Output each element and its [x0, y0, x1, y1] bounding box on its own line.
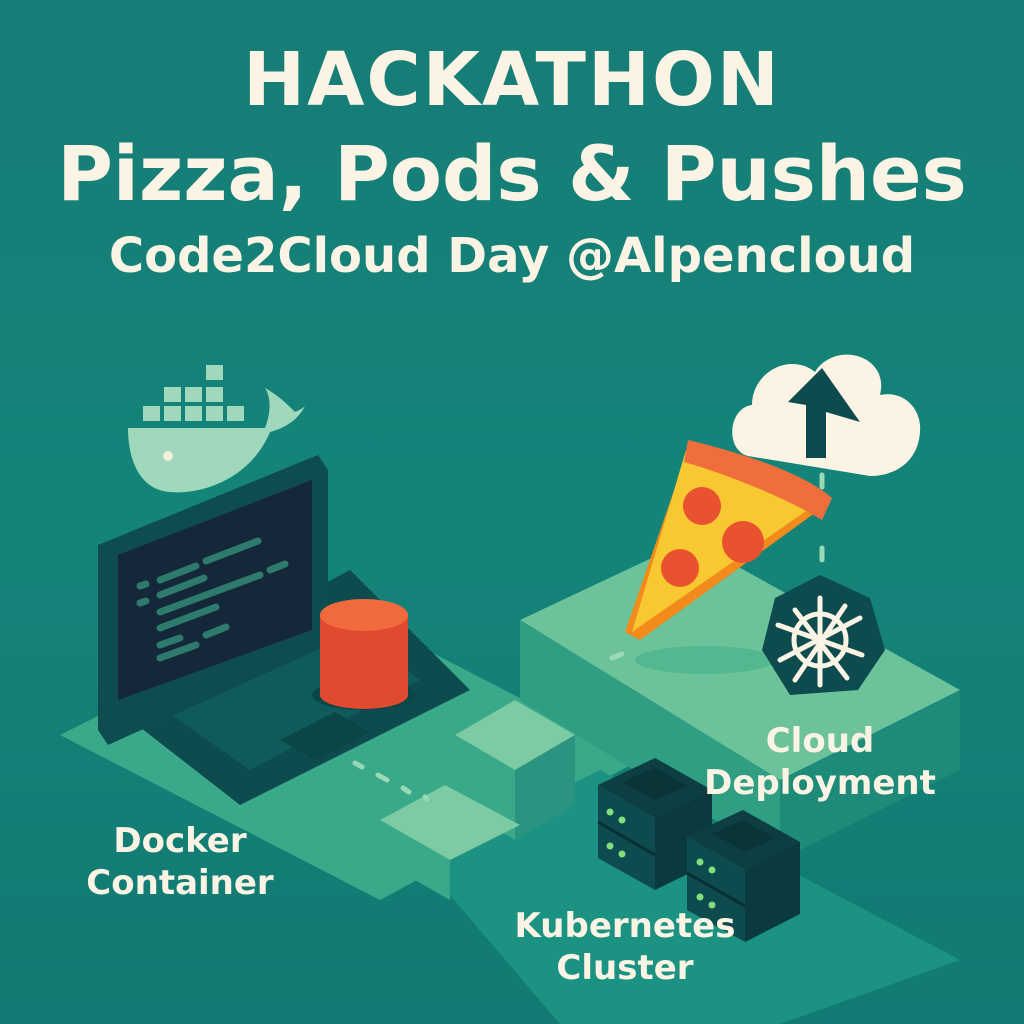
docker-container-label: Docker Container	[86, 821, 274, 903]
docker-whale-icon	[128, 365, 305, 493]
server-rack-icon	[597, 758, 800, 942]
event-subtitle: Code2Cloud Day @Alpencloud	[108, 228, 916, 284]
cloud-upload-icon	[732, 354, 921, 476]
connector-dashes	[352, 472, 825, 802]
database-cylinder-icon	[312, 599, 416, 710]
kubernetes-helm-icon	[762, 575, 885, 695]
event-type-heading: HACKATHON	[243, 37, 781, 123]
title-block: HACKATHON Pizza, Pods & Pushes Code2Clou…	[0, 40, 1024, 286]
pizza-slice-icon	[625, 440, 832, 674]
cloud-deployment-label: Cloud Deployment	[704, 721, 936, 803]
kubernetes-cluster-label: Kubernetes Cluster	[514, 906, 736, 988]
code-lines	[136, 537, 289, 662]
event-title: Pizza, Pods & Pushes	[57, 129, 967, 218]
